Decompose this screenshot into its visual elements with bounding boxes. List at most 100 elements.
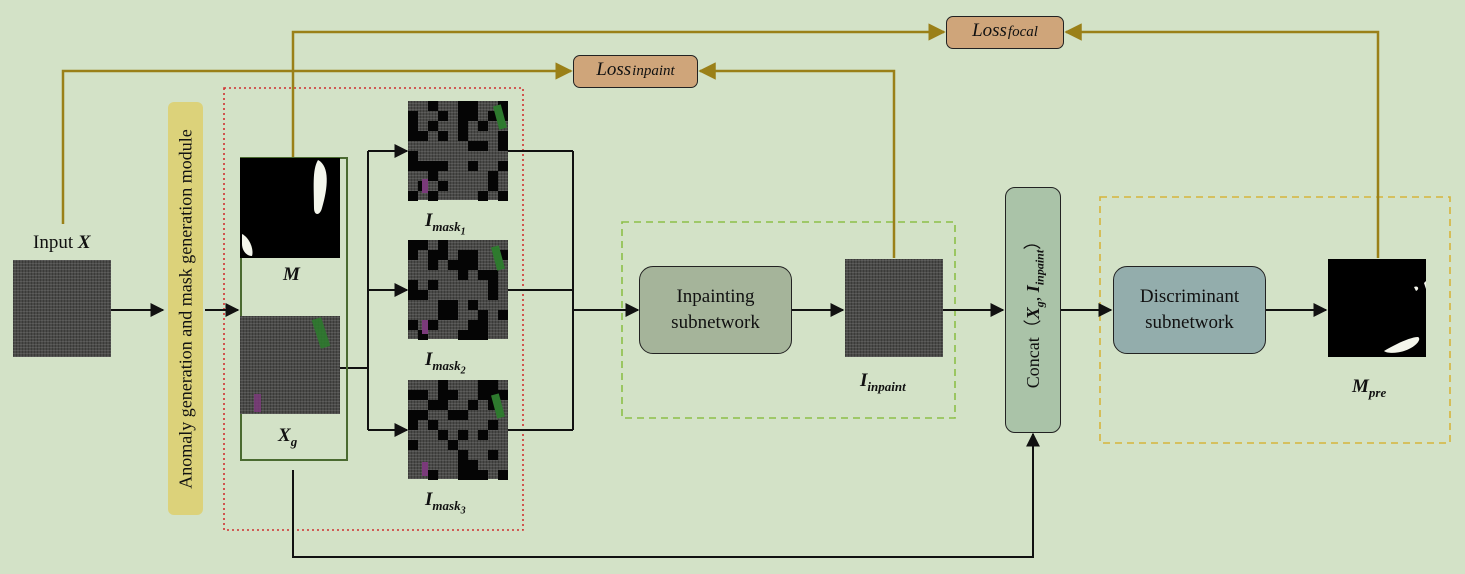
mask-block xyxy=(458,470,468,480)
discriminant-subnetwork-node: Discriminant subnetwork xyxy=(1113,266,1266,354)
input-label: Input X xyxy=(33,232,91,253)
mask-block xyxy=(438,390,448,400)
mask-block xyxy=(428,400,438,410)
arrow-xg-to-concat xyxy=(292,432,1040,558)
mask-block xyxy=(438,300,448,310)
mask-block xyxy=(408,320,418,330)
mask-block xyxy=(488,171,498,181)
mask-block xyxy=(418,240,428,250)
mask-block xyxy=(438,240,448,250)
mask-block xyxy=(468,101,478,111)
imask3-image xyxy=(408,380,508,480)
mpre-image xyxy=(1328,259,1426,357)
mask-block xyxy=(458,250,468,260)
mask-block xyxy=(468,141,478,151)
inpaint-region-border xyxy=(621,221,956,419)
mask-block xyxy=(448,260,458,270)
mask-block xyxy=(428,420,438,430)
mask-block xyxy=(428,101,438,111)
label-xg: Xg xyxy=(278,425,298,449)
mask-block xyxy=(468,300,478,310)
mask-block xyxy=(488,270,498,280)
arrow-output-to-loss-inpaint xyxy=(698,62,896,258)
mask-block xyxy=(498,101,508,111)
mask-block xyxy=(458,330,468,340)
mask-block xyxy=(458,111,468,121)
mask-block xyxy=(478,310,488,320)
mask-block xyxy=(448,390,458,400)
mask-block xyxy=(468,460,478,470)
xg-image xyxy=(240,316,340,414)
mask-block xyxy=(408,240,418,250)
mask-block xyxy=(458,131,468,141)
label-imask1: Imask1 xyxy=(425,210,466,238)
mask-block xyxy=(408,280,418,290)
xg-anomaly-green xyxy=(311,317,331,349)
arrow-mpre-to-loss-focal xyxy=(1064,23,1380,258)
mask-block xyxy=(428,161,438,171)
mask-block xyxy=(498,191,508,201)
mask-block xyxy=(498,390,508,400)
mask-block xyxy=(438,310,448,320)
xg-anomaly-purple xyxy=(254,394,261,412)
mask-block xyxy=(408,290,418,300)
mask-block xyxy=(478,470,488,480)
mask-block xyxy=(458,430,468,440)
mask-block xyxy=(408,131,418,141)
label-imask3: Imask3 xyxy=(425,489,466,517)
discriminant-line1: Discriminant xyxy=(1139,286,1240,307)
mask-block xyxy=(408,410,418,420)
mask-block xyxy=(488,420,498,430)
mask-block xyxy=(458,101,468,111)
mask-block xyxy=(458,121,468,131)
mask-block xyxy=(408,161,418,171)
mask-block xyxy=(488,450,498,460)
mask-block xyxy=(408,151,418,161)
mask-block xyxy=(498,250,508,260)
inpainting-subnetwork-node: Inpainting subnetwork xyxy=(639,266,792,354)
mask-block xyxy=(468,470,478,480)
mask-block xyxy=(478,191,488,201)
mask-block xyxy=(498,470,508,480)
discriminant-region-border xyxy=(1099,196,1451,444)
arrow-m-to-loss-focal xyxy=(291,23,946,157)
mask-block xyxy=(488,380,498,390)
label-m: M xyxy=(283,264,300,285)
mask-block xyxy=(458,260,468,270)
mask-block xyxy=(428,320,438,330)
mask-block xyxy=(408,121,418,131)
label-imask2: Imask2 xyxy=(425,349,466,377)
mask-block xyxy=(418,390,428,400)
mask-block xyxy=(408,390,418,400)
mask-block xyxy=(418,330,428,340)
mask-block xyxy=(468,161,478,171)
mask-block xyxy=(458,450,468,460)
mask-block xyxy=(478,330,488,340)
mask-block xyxy=(478,430,488,440)
mask-block xyxy=(418,410,428,420)
mask-block xyxy=(438,161,448,171)
mask-block xyxy=(458,410,468,420)
mask-m-image xyxy=(240,158,340,258)
mask-block xyxy=(488,181,498,191)
mask-block xyxy=(438,380,448,390)
mask-block xyxy=(478,390,488,400)
mask-block xyxy=(488,280,498,290)
mask-block xyxy=(448,410,458,420)
mask-block xyxy=(458,270,468,280)
mask-block xyxy=(428,191,438,201)
imask1-image xyxy=(408,101,508,201)
mask-block xyxy=(438,400,448,410)
mask-block xyxy=(478,320,488,330)
mask-block xyxy=(458,460,468,470)
mask-block xyxy=(428,260,438,270)
mask-block xyxy=(428,121,438,131)
mask-block xyxy=(428,171,438,181)
imask2-image xyxy=(408,240,508,340)
mask-block xyxy=(408,111,418,121)
mask-block xyxy=(448,300,458,310)
input-image xyxy=(13,260,111,357)
mask-block xyxy=(468,320,478,330)
mask-block xyxy=(408,420,418,430)
